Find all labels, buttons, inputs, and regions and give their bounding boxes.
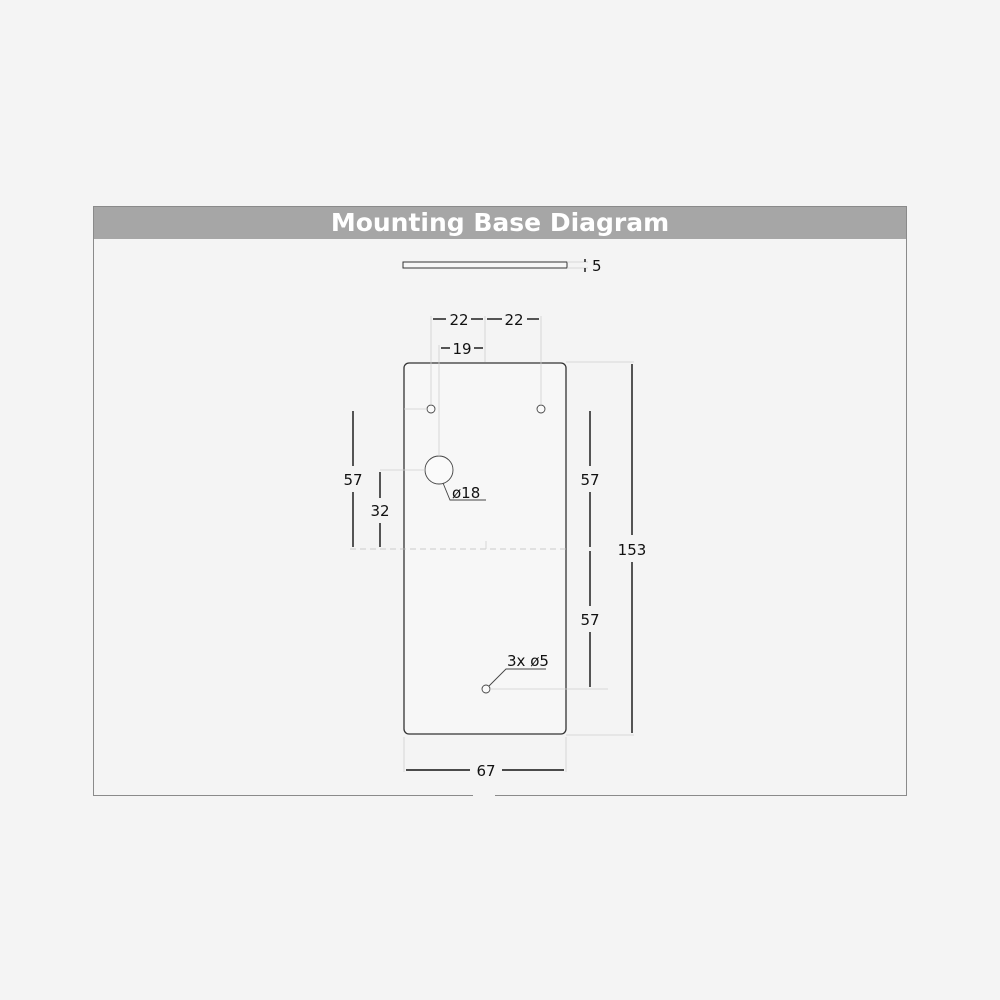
dim-57-upper-label: 57: [580, 471, 599, 489]
dim-57-lower-label: 57: [580, 611, 599, 629]
cable-hole-diameter-label: ø18: [452, 484, 480, 502]
dim-153-label: 153: [618, 541, 647, 559]
center-cable-hole: [424, 455, 454, 485]
title-banner: [94, 207, 906, 239]
dim-22-right-label: 22: [504, 311, 523, 329]
dim-19-label: 19: [452, 340, 471, 358]
mounting-plate: [403, 362, 567, 735]
dim-57-left-label: 57: [343, 471, 362, 489]
top-right-hole: [536, 404, 546, 414]
diagram-title: Mounting Base Diagram: [331, 208, 669, 237]
small-holes-label: 3x ø5: [507, 652, 549, 670]
thickness-label: 5: [592, 257, 602, 275]
bottom-hole: [481, 684, 491, 694]
side-view-plate: [402, 261, 568, 269]
cable-hole-leader: [442, 482, 486, 501]
dim-67-label: 67: [476, 762, 495, 780]
small-holes-leader: [488, 668, 546, 687]
top-left-hole: [426, 404, 436, 414]
dim-32-label: 32: [370, 502, 389, 520]
dim-22-left-label: 22: [449, 311, 468, 329]
